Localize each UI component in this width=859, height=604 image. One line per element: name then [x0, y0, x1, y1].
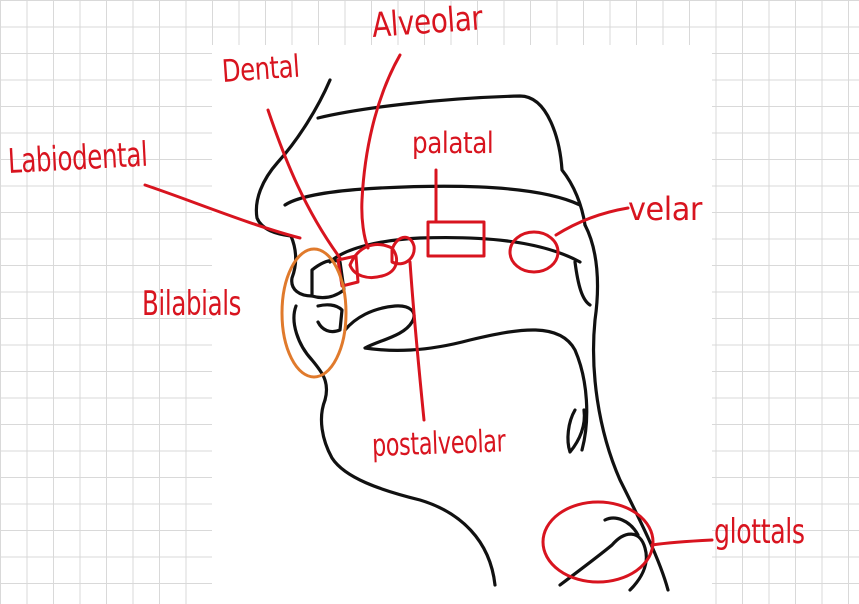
- label-alveolar: Alveolar: [370, 0, 484, 46]
- lower-lip: [292, 304, 329, 402]
- lower-teeth: [316, 303, 344, 334]
- nasal-floor: [283, 184, 582, 207]
- velum-outline: [573, 260, 592, 307]
- label-velar: velar: [628, 190, 702, 228]
- velar-marker: [508, 230, 560, 274]
- label-bilabials: Bilabials: [142, 284, 242, 324]
- dental-pointer: [266, 108, 342, 260]
- annotation-strokes: [143, 53, 714, 584]
- label-dental: Dental: [220, 48, 301, 90]
- glottal-pointer: [650, 538, 714, 547]
- velar-pointer: [554, 206, 630, 237]
- label-palatal: palatal: [412, 126, 494, 160]
- label-glottals: glottals: [714, 512, 805, 552]
- palatal-marker: [426, 220, 486, 258]
- label-postalveolar: postalveolar: [371, 423, 506, 464]
- vocal-fold: [603, 516, 640, 537]
- nasal-cavity-roof: [316, 94, 587, 227]
- larynx-outline: [558, 532, 648, 592]
- epiglottis: [566, 408, 586, 454]
- tongue-outline: [343, 304, 589, 452]
- labiodental-pointer: [143, 183, 302, 240]
- label-labiodental: Labiodental: [6, 134, 149, 182]
- glottal-marker: [541, 500, 655, 584]
- postalveolar-marker: [390, 235, 416, 266]
- postalveolar-pointer: [408, 260, 426, 422]
- chin-outline: [319, 398, 497, 587]
- bilabial-marker: [280, 247, 348, 379]
- upper-lip: [289, 234, 314, 298]
- pharynx-back-wall: [583, 223, 670, 592]
- alveolar-pointer: [360, 53, 402, 250]
